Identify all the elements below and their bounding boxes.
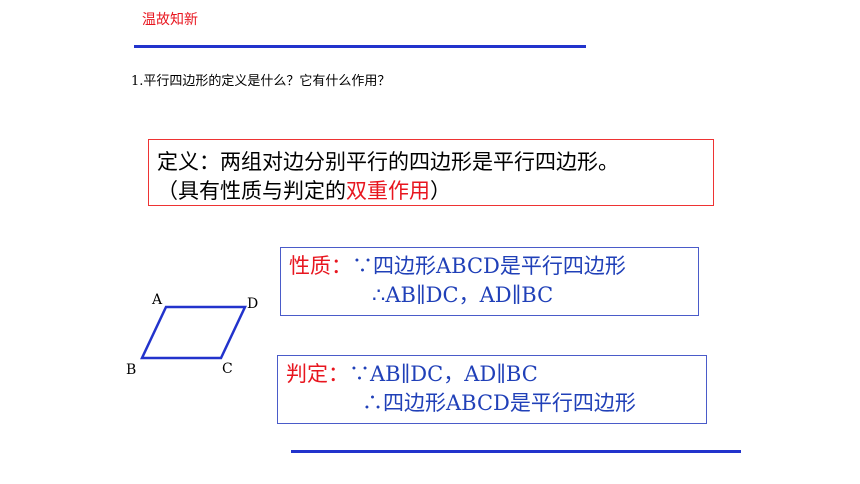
definition-line-1: 定义：两组对边分别平行的四边形是平行四边形。 (157, 150, 619, 174)
section-title: 温故知新 (142, 12, 198, 28)
parallelogram-shape (140, 305, 247, 360)
vertex-label-c: C (222, 361, 233, 377)
question-text: 1.平行四边形的定义是什么？它有什么作用？ (131, 74, 391, 89)
property-box: 性质：∵四边形ABCD是平行四边形 ∴AB∥DC，AD∥BC (280, 247, 699, 316)
definition-highlight: 双重作用 (346, 179, 430, 203)
property-conclusion: ∴AB∥DC，AD∥BC (372, 283, 554, 307)
definition-box: 定义：两组对边分别平行的四边形是平行四边形。 （具有性质与判定的双重作用） (148, 139, 714, 206)
property-premise: ∵四边形ABCD是平行四边形 (352, 254, 626, 278)
definition-line-2: （具有性质与判定的双重作用） (157, 177, 713, 206)
judgment-conclusion: ∴四边形ABCD是平行四边形 (362, 391, 636, 415)
property-line-1: 性质：∵四边形ABCD是平行四边形 (289, 252, 698, 281)
vertex-label-b: B (126, 362, 137, 378)
property-label: 性质： (289, 254, 352, 278)
judgment-premise: ∵AB∥DC，AD∥BC (349, 362, 538, 386)
definition-line-2-suffix: ） (430, 179, 451, 203)
parallelogram-figure (140, 305, 247, 360)
vertex-label-a: A (152, 292, 163, 308)
bottom-rule (291, 450, 741, 453)
judgment-line-1: 判定：∵AB∥DC，AD∥BC (286, 360, 706, 389)
vertex-label-d: D (247, 296, 259, 312)
definition-line-2-prefix: （具有性质与判定的 (157, 179, 346, 203)
judgment-box: 判定：∵AB∥DC，AD∥BC ∴四边形ABCD是平行四边形 (277, 355, 707, 424)
title-underline (134, 45, 586, 48)
judgment-label: 判定： (286, 362, 349, 386)
